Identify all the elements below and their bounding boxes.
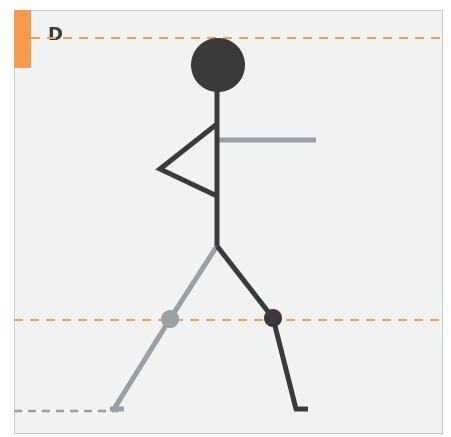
panel-accent-tab: [14, 10, 31, 68]
head-icon: [191, 38, 245, 92]
near-knee-joint-icon: [264, 309, 282, 327]
near-arm: [155, 122, 219, 199]
panel-label: D: [48, 24, 63, 45]
near-leg: [215, 244, 299, 410]
far-leg: [111, 244, 220, 411]
far-knee-joint-icon: [161, 310, 179, 328]
